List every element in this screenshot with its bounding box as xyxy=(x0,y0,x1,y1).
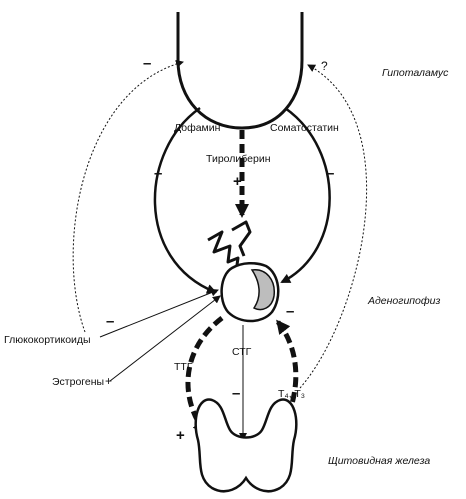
minus-sign: – xyxy=(326,165,334,182)
estrogen-arrow xyxy=(110,296,220,381)
plus-sign: + xyxy=(105,374,112,388)
minus-sign: – xyxy=(106,313,114,330)
glucocorticoids-label: Глюкокортикоиды xyxy=(4,334,91,346)
somatostatin-label: Соматостатин xyxy=(270,122,339,134)
thyroid-feedback-to-hypothalamus xyxy=(300,65,367,388)
trh-label: Тиролиберин xyxy=(206,153,271,165)
adenohypophysis-label: Аденогипофиз xyxy=(367,295,441,307)
pituitary-stalk-hook xyxy=(232,222,250,256)
tsh-label: ТТГ xyxy=(174,361,193,373)
plus-sign: + xyxy=(176,427,185,444)
gh-label: СТГ xyxy=(232,346,252,358)
minus-sign: – xyxy=(232,385,240,402)
plus-sign: + xyxy=(233,173,242,190)
glucocorticoid-feedback-to-hypothalamus xyxy=(73,62,183,332)
minus-sign: – xyxy=(143,55,151,72)
thyroid-label: Щитовидная железа xyxy=(328,455,430,467)
minus-sign: – xyxy=(154,165,162,182)
dopamine-arrow xyxy=(155,108,215,292)
t4-t3-label: T₄, T₃ xyxy=(278,388,305,400)
somatostatin-arrow xyxy=(282,108,330,282)
thyroid-gland xyxy=(196,400,297,492)
dopamine-label: Дофамин xyxy=(174,122,221,134)
minus-sign: – xyxy=(286,303,294,320)
question-sign: ? xyxy=(321,59,328,73)
hypothalamus-label: Гипоталамус xyxy=(382,67,449,79)
estrogens-label: Эстрогены xyxy=(52,376,104,388)
glucocorticoid-arrow xyxy=(100,290,218,337)
